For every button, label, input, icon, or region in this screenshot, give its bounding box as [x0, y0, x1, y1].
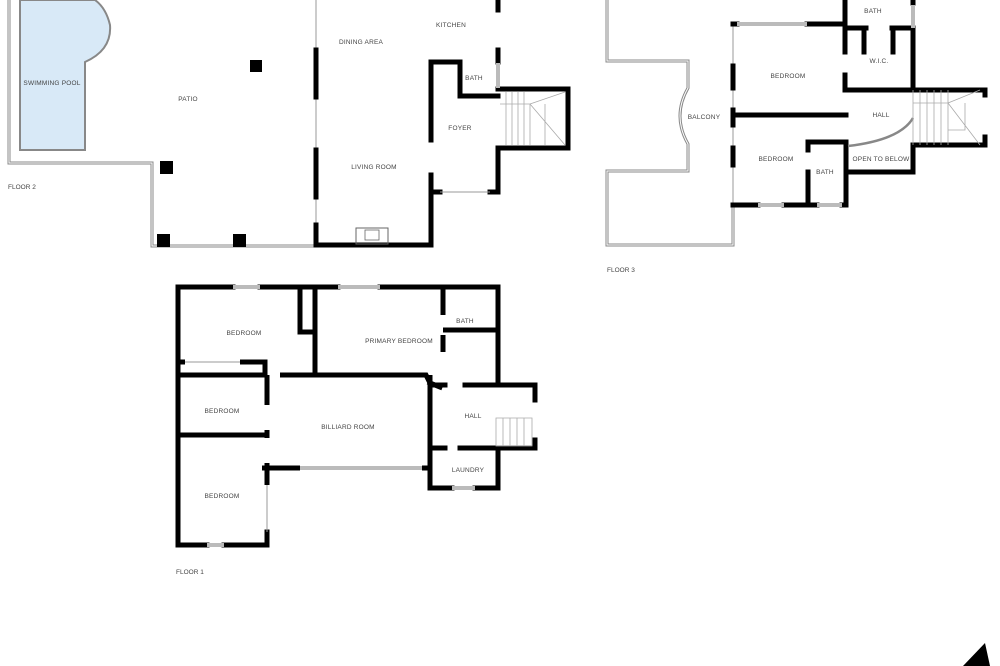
room-label: BEDROOM: [205, 408, 240, 415]
room-label: BEDROOM: [759, 156, 794, 163]
room-label: BATH: [864, 8, 882, 15]
floor-label: FLOOR 2: [8, 184, 36, 191]
staircase: [495, 417, 533, 447]
room-label: BATH: [816, 169, 834, 176]
floor-label: FLOOR 1: [176, 569, 204, 576]
room-label: FOYER: [448, 125, 471, 132]
column: [160, 161, 173, 174]
room-label: SWIMMING POOL: [23, 80, 80, 87]
fireplace: [355, 227, 389, 245]
room-label: LAUNDRY: [452, 467, 485, 474]
swimming-pool: [19, 0, 112, 151]
room-label: BATH: [456, 318, 474, 325]
staircase: [500, 91, 566, 146]
floor-2-plan: SWIMMING POOL PATIO DINING AREA KITCHEN …: [7, 0, 571, 248]
room-label: BILLIARD ROOM: [321, 424, 375, 431]
floor-1-plan: BEDROOM PRIMARY BEDROOM BATH BEDROOM BIL…: [175, 284, 538, 576]
staircase: [912, 89, 981, 146]
floor-label: FLOOR 3: [607, 267, 635, 274]
room-label: HALL: [464, 413, 481, 420]
room-label: PRIMARY BEDROOM: [365, 338, 433, 345]
room-label: OPEN TO BELOW: [853, 156, 911, 163]
room-label: W.I.C.: [870, 58, 889, 65]
room-label: LIVING ROOM: [351, 164, 397, 171]
room-label: BALCONY: [688, 114, 721, 121]
room-label: BEDROOM: [227, 330, 262, 337]
room-label: BEDROOM: [771, 73, 806, 80]
room-label: KITCHEN: [436, 22, 466, 29]
room-label: BEDROOM: [205, 493, 240, 500]
room-label: PATIO: [178, 96, 198, 103]
north-arrow-icon: [963, 643, 990, 666]
column: [233, 234, 246, 247]
floor-3-plan: BATH BEDROOM W.I.C. BALCONY HALL BEDROOM…: [605, 0, 988, 274]
room-label: HALL: [872, 112, 889, 119]
room-label: DINING AREA: [339, 39, 384, 46]
room-label: BATH: [465, 75, 483, 82]
column: [250, 60, 262, 72]
column: [157, 234, 170, 247]
